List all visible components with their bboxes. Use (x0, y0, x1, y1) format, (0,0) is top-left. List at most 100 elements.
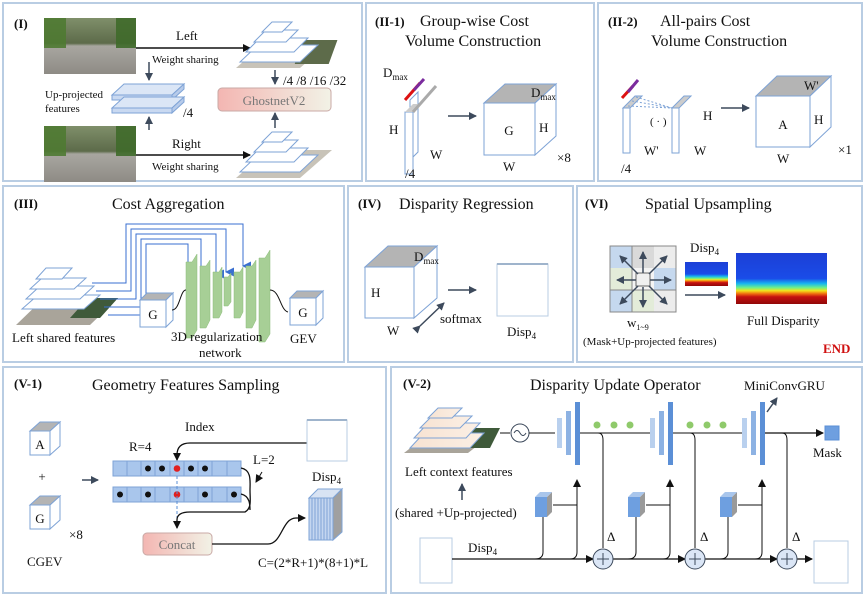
panel-tag: (II-1) (375, 14, 405, 29)
scales-label: /4 /8 /16 /32 (283, 73, 346, 88)
lookup-row-2 (112, 486, 242, 503)
right-image (44, 126, 136, 182)
mask-block (824, 425, 840, 441)
panel-tag: (V-2) (403, 376, 431, 391)
dmax-label: Dmax (383, 65, 408, 82)
full-disparity-map (736, 253, 827, 304)
low-res-disparity (685, 262, 728, 286)
all-pairs-cost-cube (754, 74, 833, 149)
upproj-scale: /4 (183, 105, 194, 120)
group-cost-cube (482, 82, 558, 157)
ghostnet-label: GhostnetV2 (243, 93, 306, 108)
upproj-label-1: Up-projected (45, 89, 104, 101)
cost-volume-cube (363, 244, 439, 320)
plus-label: + (38, 469, 45, 484)
iteration-dots (593, 421, 727, 429)
scale-label: /4 (405, 166, 416, 181)
panel-tag: (IV) (358, 196, 381, 211)
gru-label: MiniConvGRU (744, 378, 826, 393)
panel-tag: (II-2) (608, 14, 638, 29)
feature-slabs (403, 77, 438, 175)
panel-title: Geometry Features Sampling (92, 377, 280, 394)
delta-branch-3 (781, 432, 788, 548)
left-context-features (404, 407, 500, 453)
left-image (44, 18, 136, 74)
r-label: R=4 (129, 439, 152, 454)
index-arrow (173, 442, 307, 461)
disparity-map (496, 263, 549, 317)
panel-cost-aggregation: (III) Cost Aggregation (2, 185, 345, 363)
upproj-label-2: features (45, 103, 80, 115)
g-cube (28, 494, 62, 531)
geometry-feature-block-2 (628, 492, 645, 517)
weights-label: w1~9 (627, 315, 649, 332)
panel-all-pairs-cost-volume: (II-2) All-pairs Cost Volume Constructio… (597, 2, 863, 182)
delta-3: Δ (792, 529, 800, 544)
lookup-row-1 (112, 460, 242, 477)
multiplier: ×8 (557, 150, 571, 165)
shared-note: (shared +Up-projected) (395, 505, 517, 520)
panel-title: Disparity Update Operator (530, 377, 701, 394)
panel-title: Spatial Upsampling (645, 196, 772, 213)
geometry-feature-block-1 (535, 492, 552, 517)
softmax-arrow (412, 302, 445, 334)
left-context-label: Left context features (405, 464, 513, 479)
left-feature-pyramid (236, 21, 338, 68)
panel-group-wise-cost-volume: (II-1) Group-wise Cost Volume Constructi… (365, 2, 595, 182)
panel-title: Disparity Regression (399, 196, 534, 213)
g-label: G (35, 511, 44, 526)
w-label: W (430, 147, 443, 162)
delta-2: Δ (700, 529, 708, 544)
feature-slabs (620, 79, 693, 154)
ghostnet-block (217, 87, 332, 112)
network-label-1: 3D regularization (171, 329, 263, 344)
cube-wprime-label: W' (804, 78, 819, 93)
disp-label: Disp4 (312, 469, 342, 486)
delta-branch-2 (689, 432, 696, 548)
cube-dmax-label: Dmax (531, 85, 556, 102)
dot-op: ( · ) (650, 116, 667, 128)
add-node-2 (684, 548, 706, 570)
disparity-map (306, 419, 348, 462)
g-in-label: G (148, 307, 157, 322)
cube-w-label: W (777, 151, 790, 166)
gev-label: GEV (290, 331, 317, 346)
upsampling-weight-grid (609, 245, 677, 313)
connector-out (269, 289, 289, 313)
tanh-icon (513, 430, 527, 436)
panel-geometry-features-sampling: (V-1) Geometry Features Sampling A + G ×… (2, 366, 387, 594)
dmax-arrow-purple (412, 77, 426, 92)
disp-input (419, 537, 453, 584)
delta-1: Δ (607, 529, 615, 544)
l-arrow (255, 471, 264, 483)
a-label: A (35, 437, 45, 452)
left-shared-label: Left shared features (12, 330, 115, 345)
g-output-cube (288, 289, 325, 327)
a-cube (28, 420, 62, 457)
mask-note: (Mask+Up-projected features) (583, 336, 717, 348)
skip-connections (92, 223, 251, 316)
scale-label: /4 (621, 161, 632, 176)
geometry-feature-block-3 (720, 492, 737, 517)
gru-block-2 (650, 402, 673, 465)
add-node-3 (776, 548, 798, 570)
end-label: END (823, 341, 850, 356)
delta-branch-1 (597, 432, 604, 548)
dmax-label: Dmax (414, 249, 439, 266)
gru-block-3 (742, 402, 765, 465)
g-out-label: G (298, 305, 307, 320)
panel-title-1: All-pairs Cost (660, 13, 751, 30)
index-label: Index (185, 419, 215, 434)
gru-pointer (766, 397, 778, 413)
connector-in (171, 289, 187, 311)
network-label-2: network (199, 345, 242, 360)
left-shared-features (16, 267, 118, 325)
right-label: Right (172, 136, 201, 151)
cube-g-label: G (504, 123, 513, 138)
panel-tag: (I) (14, 16, 28, 31)
softmax-label: softmax (440, 311, 482, 326)
panel-title: Cost Aggregation (112, 196, 224, 213)
panel-spatial-upsampling: (VI) Spatial Upsampling (576, 185, 863, 363)
cgev-label: CGEV (27, 554, 63, 569)
